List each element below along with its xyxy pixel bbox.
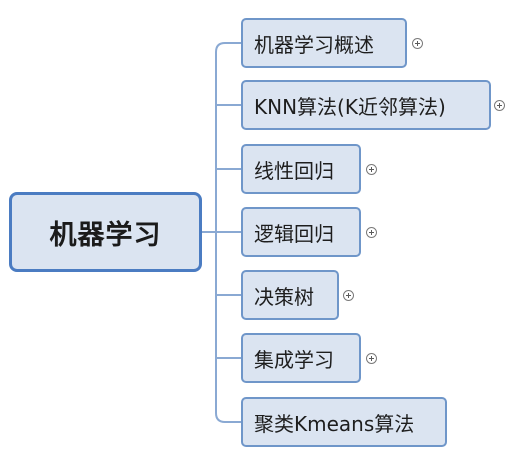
child-node-kmeans[interactable]: 聚类Kmeans算法: [241, 397, 447, 447]
expand-plus-icon[interactable]: [366, 164, 377, 175]
expand-plus-icon[interactable]: [366, 227, 377, 238]
expand-plus-icon[interactable]: [412, 38, 423, 49]
child-node-ensemble-learning[interactable]: 集成学习: [241, 333, 361, 383]
child-label: 集成学习: [254, 347, 334, 372]
child-node-decision-tree[interactable]: 决策树: [241, 270, 339, 320]
branch-connector-1: [215, 42, 241, 53]
child-label: 决策树: [254, 284, 314, 309]
root-node[interactable]: 机器学习: [9, 192, 202, 272]
child-label: 逻辑回归: [254, 221, 334, 246]
child-node-knn[interactable]: KNN算法(K近邻算法): [241, 80, 491, 130]
root-label: 机器学习: [49, 219, 162, 251]
expand-plus-icon[interactable]: [366, 353, 377, 364]
child-label: 线性回归: [254, 158, 334, 183]
expand-plus-icon[interactable]: [343, 290, 354, 301]
expand-plus-icon[interactable]: [494, 100, 505, 111]
child-node-logistic-regression[interactable]: 逻辑回归: [241, 207, 361, 257]
child-label: 聚类Kmeans算法: [254, 411, 415, 436]
child-label: KNN算法(K近邻算法): [254, 94, 446, 119]
child-node-ml-overview[interactable]: 机器学习概述: [241, 18, 407, 68]
child-node-linear-regression[interactable]: 线性回归: [241, 144, 361, 194]
child-label: 机器学习概述: [254, 32, 374, 57]
branch-connector-7: [215, 412, 241, 423]
